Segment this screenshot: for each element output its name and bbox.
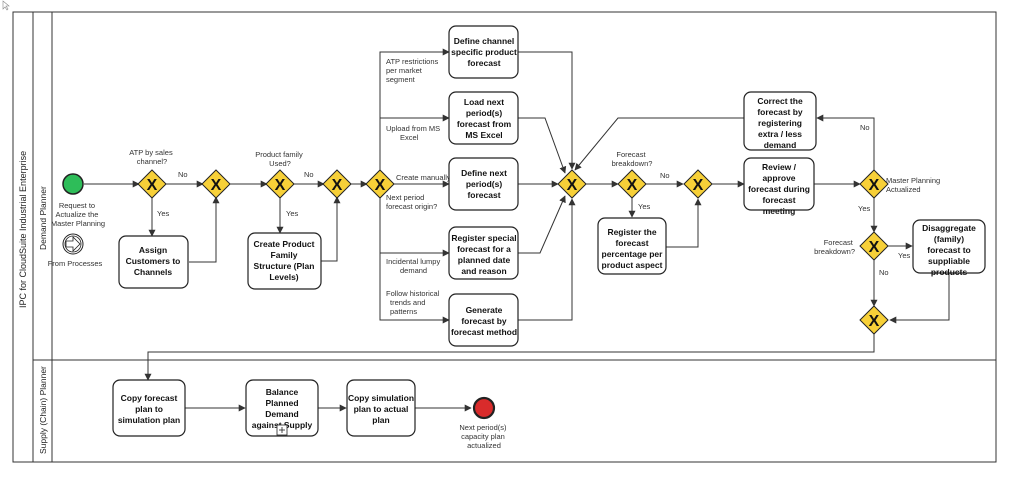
flow-label-no-atp: No (178, 170, 188, 179)
gateway-breakdown: X (617, 169, 647, 199)
flow-label-yes-actualized: Yes (858, 204, 870, 213)
start-event-label: Request to Actualize the Master Planning (51, 201, 105, 228)
pool-title: IPC for CloudSuite Industrial Enterprise (18, 151, 28, 308)
lane-title-supply: Supply (Chain) Planner (38, 366, 48, 454)
flow-label-no-family: No (304, 170, 314, 179)
flow-label-upload: Upload from MS Excel (386, 124, 442, 142)
svg-text:X: X (567, 177, 578, 194)
svg-text:X: X (275, 177, 286, 194)
svg-text:X: X (869, 239, 880, 256)
flow-label-lumpy: Incidental lumpy demand (386, 257, 442, 275)
end-event-label: Next period(s) capacity plan actualized (459, 423, 508, 450)
flow-label-historical: Follow historical trends and patterns (386, 289, 441, 316)
flow-label-atp-restrictions: ATP restrictions per market segment (386, 57, 440, 84)
link-event-icon (62, 233, 84, 255)
flow-label-no-actualized: No (860, 123, 870, 132)
svg-text:X: X (375, 177, 386, 194)
gateway-origin: X (365, 169, 395, 199)
sequence-flows (84, 48, 950, 412)
gateway-merge-4: X (683, 169, 713, 199)
gateway-breakdown-2-label: Forecast breakdown? (814, 238, 855, 256)
gateway-atp: X (137, 169, 167, 199)
svg-text:X: X (869, 177, 880, 194)
flow-label-no-breakdown-2: No (879, 268, 889, 277)
gateway-atp-label: ATP by sales channel? (129, 148, 175, 166)
flow-label-yes-breakdown: Yes (638, 202, 650, 211)
svg-text:X: X (211, 177, 222, 194)
svg-text:X: X (693, 177, 704, 194)
svg-text:X: X (627, 177, 638, 194)
end-event (472, 396, 496, 420)
gateway-merge-3: X (557, 169, 587, 199)
gateway-origin-label: Next period forecast origin? (386, 193, 437, 211)
start-event-sub-label: From Processes (48, 259, 103, 268)
gateway-merge-5: X (859, 305, 889, 335)
start-event (62, 173, 84, 195)
svg-text:X: X (147, 177, 158, 194)
gateway-family: X (265, 169, 295, 199)
lane-title-demand: Demand Planner (38, 186, 48, 250)
flow-label-yes-atp: Yes (157, 209, 169, 218)
flow-label-no-breakdown: No (660, 171, 670, 180)
flow-label-manual: Create manually (396, 173, 451, 182)
svg-text:Disaggregate(family)forecast t: Disaggregate(family)forecast tosuppliabl… (922, 223, 976, 277)
svg-text:X: X (332, 177, 343, 194)
cursor-icon (2, 0, 10, 11)
gateway-merge-2: X (322, 169, 352, 199)
gateway-family-label: Product family Used? (255, 150, 305, 168)
gateway-merge-1: X (201, 169, 231, 199)
gateway-actualized: X (859, 169, 889, 199)
svg-text:X: X (869, 313, 880, 330)
flow-label-yes-family: Yes (286, 209, 298, 218)
gateway-breakdown-label: Forecast breakdown? (612, 150, 653, 168)
flow-label-yes-breakdown-2: Yes (898, 251, 910, 260)
gateway-actualized-label: Master Planning Actualized (886, 176, 942, 194)
gateway-breakdown-2: X (859, 231, 889, 261)
